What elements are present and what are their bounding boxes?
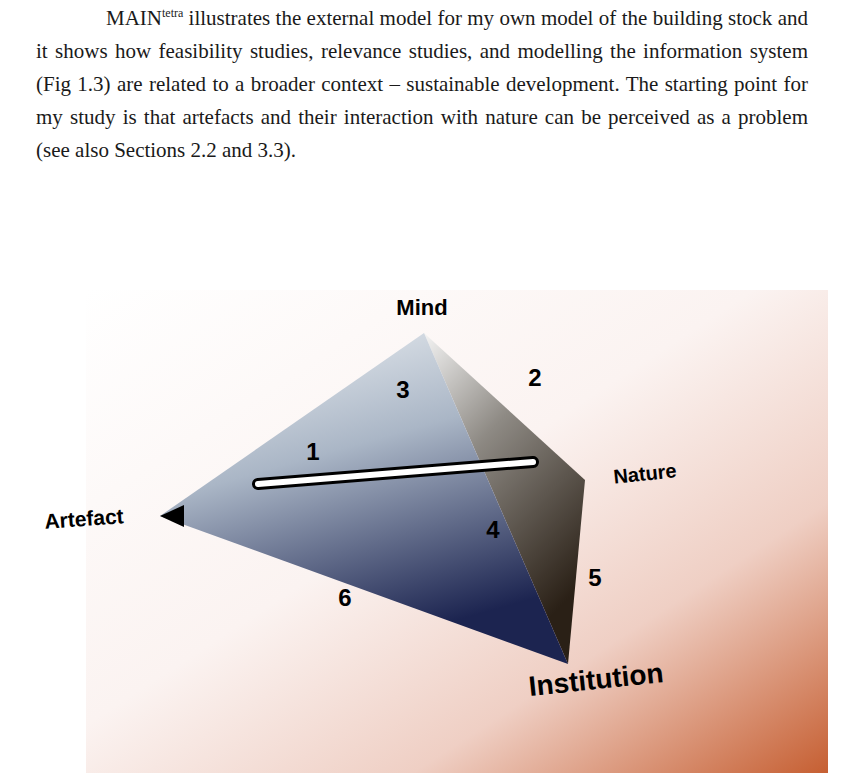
- rod-outline: [258, 462, 533, 484]
- superscript-text: tetra: [162, 6, 183, 20]
- rod-fill: [258, 462, 533, 484]
- callout-number: 5: [588, 564, 601, 592]
- artefact-tip: [160, 505, 184, 527]
- vertex-label: Mind: [396, 295, 447, 321]
- callout-number: 1: [306, 438, 319, 466]
- front-face: [160, 333, 568, 664]
- gradient-ground: [86, 290, 828, 773]
- callout-number: 2: [528, 364, 541, 392]
- body-paragraph: MAINtetraillustrates the external model …: [36, 2, 808, 167]
- paragraph-text: MAIN: [106, 6, 162, 30]
- callout-number: 3: [396, 376, 409, 404]
- callout-number: 6: [338, 584, 351, 612]
- callout-number: 4: [486, 516, 499, 544]
